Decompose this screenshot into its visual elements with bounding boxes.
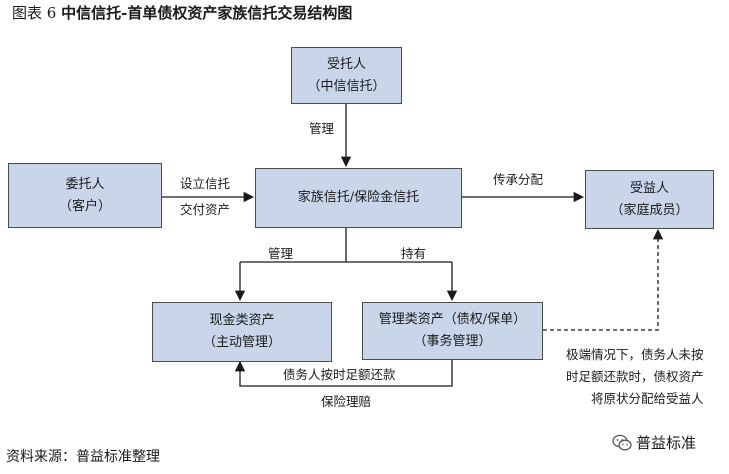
note-line-1: 极端情况下，债务人未按 xyxy=(566,347,704,362)
figure-number: 图表 6 xyxy=(12,4,57,22)
beneficiary-sub: （家庭成员） xyxy=(610,202,689,218)
note-line-2: 时足额还款时，债权资产 xyxy=(566,369,704,384)
trust-label: 家族信托/保险金信托 xyxy=(297,190,420,205)
arrow-repayment-loop xyxy=(234,360,453,387)
brand-watermark: 普益标准 xyxy=(612,432,696,453)
settlor-sub: （客户） xyxy=(58,198,111,214)
source-note: 资料来源：普益标准整理 xyxy=(6,449,160,465)
label-hold: 持有 xyxy=(401,246,427,261)
cash-assets-label: 现金类资产 xyxy=(209,313,275,328)
trust-box: 家族信托/保险金信托 xyxy=(255,168,462,228)
settlor-box: 委托人 （客户） xyxy=(8,163,162,228)
brand-name: 普益标准 xyxy=(636,434,697,452)
trustee-sub: （中信信托） xyxy=(307,78,386,94)
label-setup-trust: 设立信托 xyxy=(180,176,231,191)
mgmt-assets-box: 管理类资产（债权/保单） （事务管理） xyxy=(362,302,543,360)
dashed-arrow-to-beneficiary xyxy=(543,228,664,331)
note-line-3: 将原状分配给受益人 xyxy=(591,391,704,406)
beneficiary-label: 受益人 xyxy=(629,180,669,196)
trustee-box: 受托人 （中信信托） xyxy=(291,47,402,104)
mgmt-assets-label: 管理类资产（债权/保单） xyxy=(378,312,527,327)
label-manage-top: 管理 xyxy=(309,121,335,136)
extreme-case-note: 极端情况下，债务人未按 时足额还款时，债权资产 将原状分配给受益人 xyxy=(566,344,704,410)
figure-title: 图表 6 中信信托-首单债权资产家族信托交易结构图 xyxy=(12,2,352,23)
label-manage-left: 管理 xyxy=(268,246,294,261)
label-inherit-distribute: 传承分配 xyxy=(493,172,544,187)
settlor-label: 委托人 xyxy=(65,176,105,192)
label-deliver-assets: 交付资产 xyxy=(180,202,231,217)
wechat-icon xyxy=(612,434,632,450)
figure-title-text: 中信信托-首单债权资产家族信托交易结构图 xyxy=(61,4,353,22)
trustee-label: 受托人 xyxy=(326,56,366,72)
label-insurance-claim: 保险理赔 xyxy=(321,394,372,409)
label-debtor-repay: 债务人按时足额还款 xyxy=(283,367,396,382)
beneficiary-box: 受益人 （家庭成员） xyxy=(585,170,714,229)
cash-assets-box: 现金类资产 （主动管理） xyxy=(152,302,332,362)
cash-assets-sub: （主动管理） xyxy=(202,335,281,350)
mgmt-assets-sub: （事务管理） xyxy=(413,334,492,349)
